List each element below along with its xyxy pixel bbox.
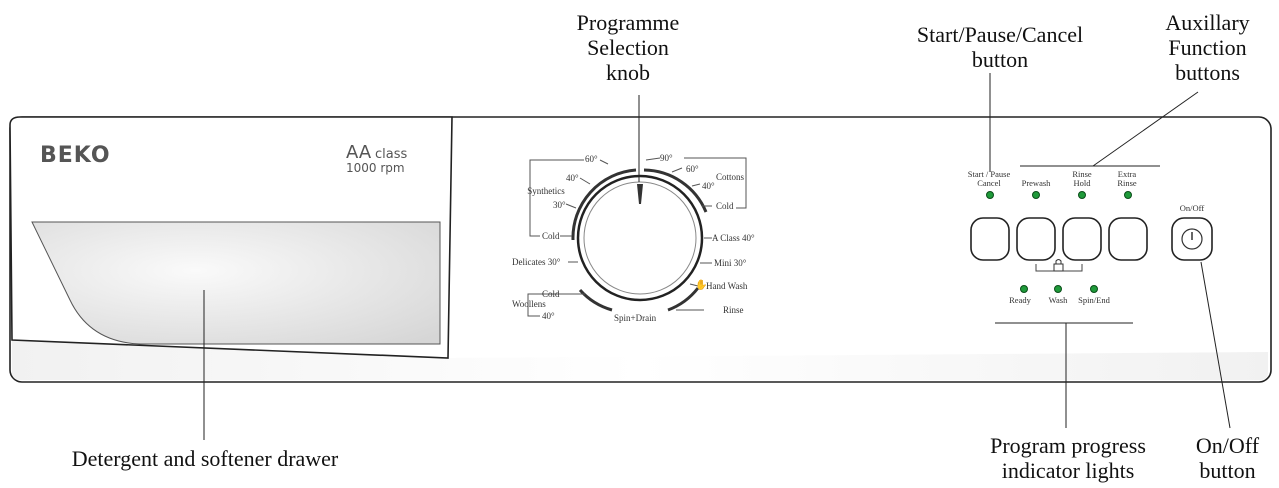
brand-logo: BEKO xyxy=(40,143,111,168)
energy-class-big: AA xyxy=(346,142,372,163)
led-prewash xyxy=(1032,191,1040,199)
tick-handwash xyxy=(689,283,699,287)
rinse-hold-button[interactable] xyxy=(1062,217,1102,261)
drawer-handle-window[interactable] xyxy=(31,221,441,345)
label-cottons-90: 90° xyxy=(660,153,673,163)
label-synthetics: Synthetics xyxy=(527,186,565,196)
label-rinse-hold-1: Rinse xyxy=(1072,169,1092,179)
label-synthetics-cold: Cold xyxy=(542,231,560,241)
programme-knob-inner[interactable] xyxy=(583,181,697,295)
knob-arc-bottom-right xyxy=(667,287,700,312)
label-extra-rinse-1: Extra xyxy=(1118,169,1137,179)
cottons-bracket xyxy=(684,157,747,209)
callout-line: Start/Pause/Cancel xyxy=(916,22,1084,47)
callout-start-pause: Start/Pause/Cancel button xyxy=(905,22,1095,72)
label-synthetics-60: 60° xyxy=(585,154,598,164)
callout-line: Function xyxy=(1168,35,1247,60)
hand-wash-icon: ✋ xyxy=(695,278,707,291)
knob-pointer xyxy=(637,184,643,204)
label-aclass: A Class 40° xyxy=(712,233,755,243)
callout-line: Program progress xyxy=(990,433,1146,458)
tick-30-left xyxy=(565,203,577,209)
start-pause-cancel-button[interactable] xyxy=(970,217,1010,261)
label-cottons-60: 60° xyxy=(686,164,699,174)
rpm-label: 1000 rpm xyxy=(346,161,405,175)
callout-line: On/Off xyxy=(1195,433,1260,458)
label-wash: Wash xyxy=(1049,295,1068,305)
label-prewash: Prewash xyxy=(1022,178,1052,188)
callout-line: button xyxy=(971,47,1029,72)
label-woollens-40: 40° xyxy=(542,311,555,321)
label-synthetics-30: 30° xyxy=(553,200,566,210)
label-start-pause: Start / Pause xyxy=(968,169,1011,179)
label-woollens-cold: Cold xyxy=(542,289,560,299)
led-spin-end xyxy=(1090,285,1098,293)
leader-lines xyxy=(203,73,1231,440)
leader-aux xyxy=(1092,91,1199,167)
energy-class-small: class xyxy=(375,147,407,162)
callout-onoff: On/Off button xyxy=(1185,433,1270,483)
led-ready xyxy=(1020,285,1028,293)
woollens-bracket xyxy=(527,293,585,317)
label-extra-rinse-2: Rinse xyxy=(1117,178,1137,188)
tick-40-right xyxy=(691,183,701,187)
label-handwash: Hand Wash xyxy=(706,281,748,291)
callout-line: Detergent and softener drawer xyxy=(71,446,339,471)
led-wash xyxy=(1054,285,1062,293)
label-spin-drain: Spin+Drain xyxy=(614,313,657,323)
callout-line: Selection xyxy=(587,35,669,60)
label-rinse: Rinse xyxy=(723,305,744,315)
extra-rinse-button[interactable] xyxy=(1108,217,1148,261)
callout-programme-knob: Programme Selection knob xyxy=(553,10,703,85)
led-rinse-hold xyxy=(1078,191,1086,199)
label-delicates: Delicates 30° xyxy=(512,257,561,267)
panel-bottom-strip xyxy=(12,340,1268,380)
knob-arc-left xyxy=(571,168,637,241)
led-extra-rinse xyxy=(1124,191,1132,199)
lock-icon xyxy=(1053,259,1064,272)
label-cottons-cold: Cold xyxy=(716,201,734,211)
label-cottons: Cottons xyxy=(716,172,745,182)
knob-arc-right xyxy=(643,168,708,213)
label-rinse-hold-2: Hold xyxy=(1074,178,1092,188)
callout-auxiliary: Auxillary Function buttons xyxy=(1150,10,1265,85)
callout-line: indicator lights xyxy=(1001,458,1135,483)
callout-line: knob xyxy=(606,60,650,85)
callout-line: buttons xyxy=(1175,60,1240,85)
label-cottons-40: 40° xyxy=(702,181,715,191)
tick-40-left xyxy=(579,177,591,185)
callout-drawer: Detergent and softener drawer xyxy=(25,446,385,471)
callout-line: button xyxy=(1199,458,1256,483)
knob-arc-bottom-left xyxy=(578,288,613,312)
prewash-button[interactable] xyxy=(1016,217,1056,261)
synthetics-bracket xyxy=(529,159,584,237)
label-onoff: On/Off xyxy=(1180,203,1205,213)
led-start xyxy=(986,191,994,199)
tick-60-left xyxy=(599,159,609,165)
label-start-cancel: Cancel xyxy=(977,178,1001,188)
leader-onoff xyxy=(1200,261,1231,429)
callout-line: Auxillary xyxy=(1165,10,1250,35)
callout-line: Programme xyxy=(576,10,680,35)
label-woollens: Woollens xyxy=(512,299,546,309)
tick-90 xyxy=(645,157,661,161)
callout-progress: Program progress indicator lights xyxy=(968,433,1168,483)
label-mini: Mini 30° xyxy=(714,258,747,268)
label-synthetics-40: 40° xyxy=(566,173,579,183)
label-ready: Ready xyxy=(1009,295,1031,305)
tick-60-right xyxy=(671,167,683,173)
label-spin-end: Spin/End xyxy=(1078,295,1110,305)
